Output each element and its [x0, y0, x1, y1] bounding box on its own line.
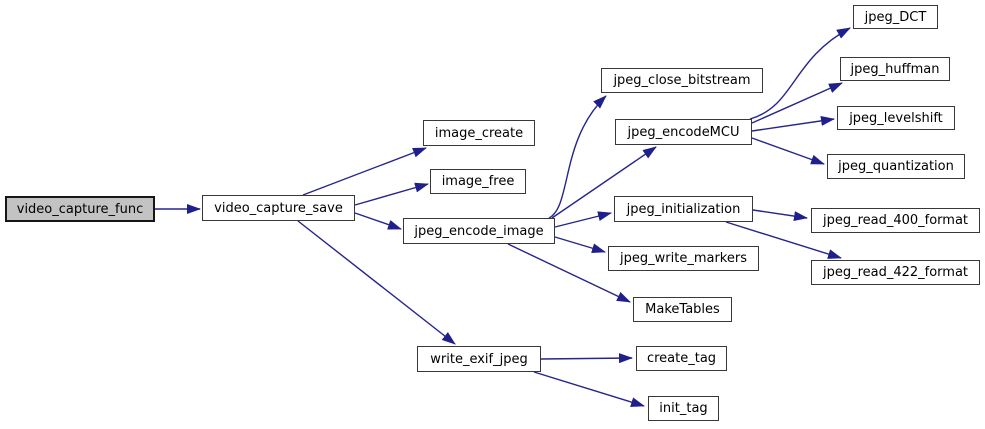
edge-write_exif_jpeg-to-create_tag: [540, 353, 633, 364]
edge-jpeg_encode_image-to-jpeg_write_markers: [554, 236, 606, 254]
node-jpeg_close_bitstream[interactable]: jpeg_close_bitstream: [601, 68, 763, 93]
node-jpeg_huffman[interactable]: jpeg_huffman: [840, 57, 950, 81]
edge-video_capture_save-to-image_create: [302, 147, 427, 196]
node-jpeg_levelshift[interactable]: jpeg_levelshift: [837, 106, 955, 130]
edge-jpeg_encodeMCU-to-jpeg_levelshift: [751, 115, 835, 132]
edge-jpeg_encodeMCU-to-jpeg_DCT: [749, 27, 851, 120]
node-jpeg_encodeMCU[interactable]: jpeg_encodeMCU: [615, 119, 752, 145]
node-MakeTables[interactable]: MakeTables: [633, 297, 732, 322]
edge-jpeg_encode_image-to-jpeg_close_bitstream: [548, 95, 607, 219]
node-jpeg_read_422_format[interactable]: jpeg_read_422_format: [811, 260, 980, 285]
node-jpeg_initialization[interactable]: jpeg_initialization: [614, 196, 753, 222]
node-init_tag[interactable]: init_tag: [648, 396, 719, 421]
node-jpeg_DCT[interactable]: jpeg_DCT: [853, 5, 938, 29]
edge-jpeg_encode_image-to-MakeTables: [507, 243, 631, 303]
node-write_exif_jpeg[interactable]: write_exif_jpeg: [417, 346, 541, 372]
edge-jpeg_encode_image-to-jpeg_initialization: [554, 211, 612, 228]
edge-video_capture_save-to-image_free: [354, 182, 429, 206]
node-video_capture_save[interactable]: video_capture_save: [202, 195, 355, 221]
node-create_tag[interactable]: create_tag: [636, 346, 727, 371]
edge-jpeg_encodeMCU-to-jpeg_quantization: [751, 137, 825, 165]
edge-jpeg_encode_image-to-jpeg_encodeMCU: [551, 146, 657, 219]
node-image_create[interactable]: image_create: [423, 120, 535, 146]
node-jpeg_encode_image[interactable]: jpeg_encode_image: [403, 218, 555, 244]
node-jpeg_quantization[interactable]: jpeg_quantization: [827, 154, 965, 179]
node-jpeg_write_markers[interactable]: jpeg_write_markers: [608, 246, 759, 271]
node-image_free[interactable]: image_free: [430, 169, 526, 194]
edge-video_capture_save-to-jpeg_encode_image: [354, 212, 402, 230]
edge-video_capture_save-to-write_exif_jpeg: [297, 220, 456, 345]
edge-jpeg_initialization-to-jpeg_read_400_format: [752, 209, 808, 222]
edge-jpeg_encodeMCU-to-jpeg_huffman: [751, 82, 843, 124]
node-video_capture_func: video_capture_func: [5, 196, 155, 222]
node-jpeg_read_400_format[interactable]: jpeg_read_400_format: [811, 208, 980, 233]
edge-jpeg_initialization-to-jpeg_read_422_format: [725, 221, 842, 259]
edge-write_exif_jpeg-to-init_tag: [533, 371, 645, 407]
